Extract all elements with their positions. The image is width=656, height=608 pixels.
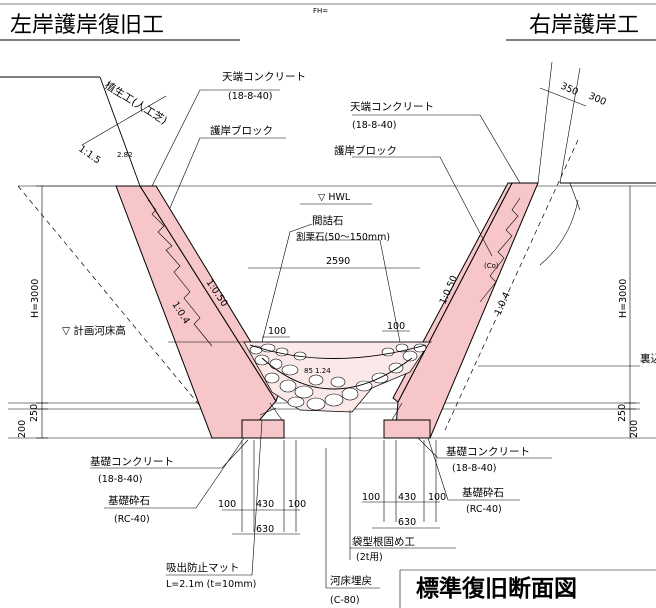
left-block-hatch <box>147 199 213 347</box>
right-base-concrete <box>383 419 431 439</box>
base-dim-430-left: 430 <box>256 499 274 510</box>
dim-h-right <box>624 186 636 438</box>
right-block-hatch <box>479 197 521 303</box>
right-bank-title: 右岸護岸工 <box>529 13 639 38</box>
dim-200-right: 200 <box>629 420 640 438</box>
dim-100-left: 100 <box>268 326 286 337</box>
fill-curve <box>261 357 413 390</box>
dim-h-right-text: H=3000 <box>618 279 629 318</box>
dim-250-right: 250 <box>617 404 628 422</box>
riverbed-fill-label: 河床埋戻 <box>330 574 372 587</box>
left-revetment-wall <box>115 185 277 439</box>
dim-200-left: 200 <box>17 420 28 438</box>
title-bar <box>0 3 656 41</box>
bag-footing-spec: (2t用) <box>356 552 383 563</box>
dim-250-left: 250 <box>29 404 40 422</box>
base-concrete-right: 基礎コンクリート <box>446 445 530 458</box>
dim-h-left <box>36 185 116 439</box>
base-dim-630-left: 630 <box>256 524 274 535</box>
base-dim-100b-left: 100 <box>288 499 306 510</box>
dim-h-left-text: H=3000 <box>30 279 41 318</box>
base-dims-left <box>222 440 300 535</box>
base-concrete-left-spec: (18-8-40) <box>98 474 143 485</box>
block-right: 護岸ブロック <box>334 144 397 157</box>
crown-concrete-left: 天端コンクリート <box>222 70 306 83</box>
base-dim-100a-left: 100 <box>218 499 236 510</box>
co-label: (Co) <box>484 262 499 270</box>
bed-level-label: ▽ 計画河床高 <box>62 324 126 337</box>
base-dim-100a-right: 100 <box>362 492 380 503</box>
crown-concrete-right: 天端コンクリート <box>350 100 434 113</box>
left-base-concrete <box>241 419 285 439</box>
hwl-label: ▽ HWL <box>318 192 351 203</box>
slope-04-right: 1:0.4 <box>493 290 513 317</box>
suction-mat-spec: L=2.1m (t=10mm) <box>166 579 256 590</box>
base-dim-630-right: 630 <box>398 517 416 528</box>
planting-leader <box>81 95 167 146</box>
dim-300: 300 <box>587 91 608 108</box>
base-dims-right <box>362 440 440 529</box>
packing-stone-label: 間詰石 <box>312 214 344 227</box>
dim-350: 350 <box>559 81 580 98</box>
base-crush-right-spec: (RC-40) <box>466 504 502 515</box>
left-bank-title: 左岸護岸復旧工 <box>10 13 164 38</box>
planting-label: 植生工(人工芝) <box>102 79 169 128</box>
right-revetment-wall <box>394 182 539 439</box>
base-crush-left-spec: (RC-40) <box>114 514 150 525</box>
suction-mat-label: 吸出防止マット <box>166 561 240 574</box>
block-left: 護岸ブロック <box>210 124 273 137</box>
base-concrete-right-spec: (18-8-40) <box>452 463 497 474</box>
slope-15-left: 1:1.5 <box>76 143 102 166</box>
base-dim-430-right: 430 <box>398 492 416 503</box>
tiny-124: 85 1.24 <box>304 367 331 375</box>
crown-concrete-left-spec: (18-8-40) <box>228 91 273 102</box>
tiny-282: 2.82 <box>117 151 133 159</box>
base-crush-left: 基礎砕石 <box>108 494 150 507</box>
standard-section-title: 標準復旧断面図 <box>416 575 577 602</box>
bag-footing-label: 袋型根固め工 <box>352 535 415 548</box>
base-crush-right: 基礎砕石 <box>462 486 504 499</box>
dim-2590: 2590 <box>326 256 350 267</box>
backfill-label: 裏込 <box>640 352 656 365</box>
base-dim-100b-right: 100 <box>428 492 446 503</box>
riverbed-fill-spec: (C-80) <box>330 595 360 606</box>
cobble-stone-label: 割栗石(50～150mm) <box>296 231 390 243</box>
dim-100-right: 100 <box>387 321 405 332</box>
fh-label: FH= <box>313 7 328 15</box>
crown-concrete-right-spec: (18-8-40) <box>352 120 397 131</box>
bed-curve <box>249 344 427 359</box>
base-concrete-left: 基礎コンクリート <box>90 455 174 468</box>
